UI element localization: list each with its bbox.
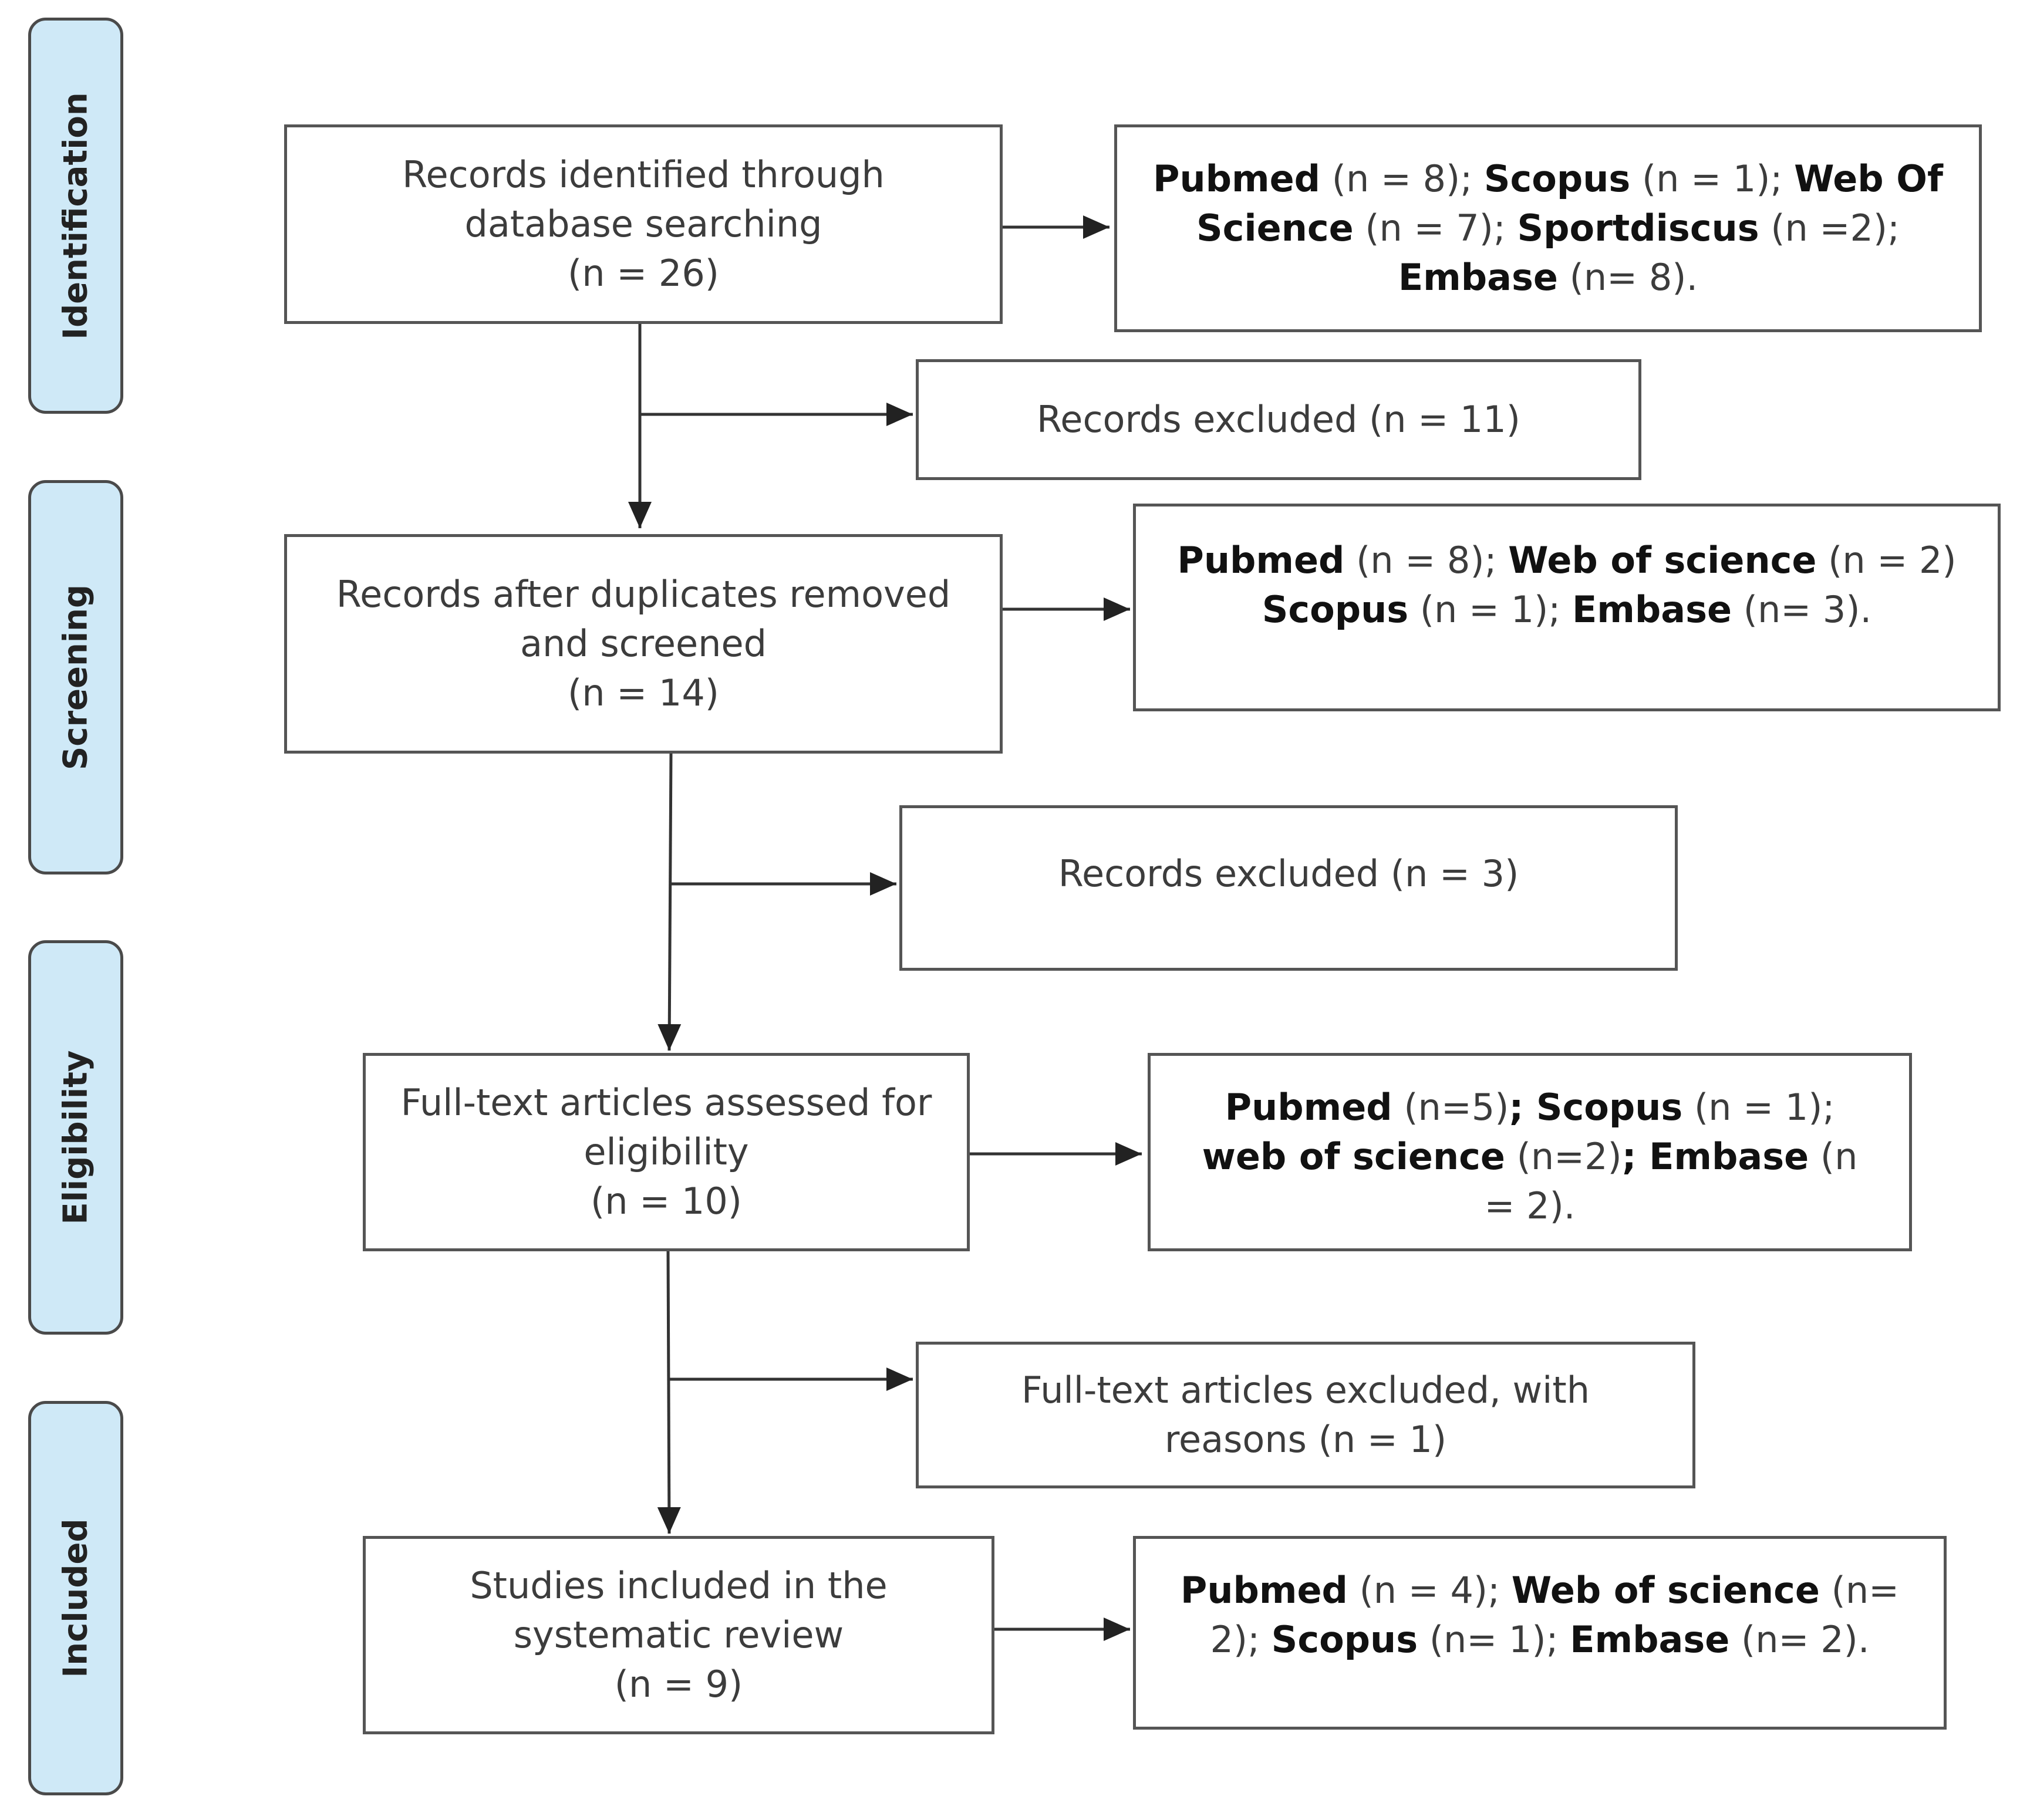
box-records-screened: Records after duplicates removed and scr… (284, 534, 1003, 754)
database-name: Sportdiscus (1517, 207, 1759, 249)
box-fulltext-assessed-line: eligibility (584, 1130, 749, 1173)
source-line: Pubmed (n = 8); Scopus (n = 1); Web Of (1153, 154, 1943, 204)
database-count: (n= 1); (1418, 1618, 1570, 1661)
box-sources-eligibility: Pubmed (n=5); Scopus (n = 1);web of scie… (1148, 1053, 1912, 1251)
database-name: Pubmed (1153, 157, 1321, 200)
source-line: web of science (n=2); Embase (n (1202, 1132, 1858, 1181)
database-count: (n = 2) (1816, 539, 1957, 582)
box-records-screened-line: Records after duplicates removed (336, 573, 951, 616)
database-count: (n (1809, 1135, 1858, 1178)
box-fulltext-assessed: Full-text articles assessed for eligibil… (363, 1053, 970, 1251)
box-records-identified-line: database searching (464, 202, 822, 245)
box-records-excluded-1: Records excluded (n = 11) (916, 359, 1641, 480)
source-line: = 2). (1485, 1181, 1576, 1231)
database-count: (n = 8); (1320, 157, 1484, 200)
arrow-screened-to-fulltext (657, 752, 682, 1051)
database-count: = 2). (1484, 1184, 1576, 1227)
database-name: Pubmed (1177, 539, 1345, 582)
box-sources-included: Pubmed (n = 4); Web of science (n=2); Sc… (1133, 1536, 1947, 1730)
database-name: Embase (1570, 1618, 1730, 1661)
source-line: 2); Scopus (n= 1); Embase (n= 2). (1210, 1615, 1869, 1664)
phase-screening: Screening (28, 480, 123, 874)
arrow-fulltext-to-included (657, 1250, 681, 1534)
source-line: Pubmed (n = 4); Web of science (n= (1181, 1566, 1899, 1615)
database-count: (n = 7); (1353, 207, 1517, 249)
box-fulltext-excluded: Full-text articles excluded, with reason… (916, 1342, 1695, 1488)
database-count: (n =2); (1759, 207, 1900, 249)
box-studies-included: Studies included in the systematic revie… (363, 1536, 994, 1734)
phase-included: Included (28, 1401, 123, 1795)
database-count: (n= 2). (1729, 1618, 1870, 1661)
box-studies-included-line: Studies included in the (470, 1564, 888, 1607)
database-name: Web of science (1508, 539, 1817, 582)
database-count: (n = 1); (1408, 588, 1572, 631)
box-records-identified-count: (n = 26) (568, 252, 719, 295)
source-line: Scopus (n = 1); Embase (n= 3). (1262, 585, 1872, 634)
phase-identification: Identification (28, 18, 123, 414)
source-line: Pubmed (n = 8); Web of science (n = 2) (1177, 536, 1956, 585)
database-count: (n = 1); (1630, 157, 1795, 200)
database-count: (n= 8). (1557, 256, 1698, 299)
database-count: (n=2) (1505, 1135, 1622, 1178)
database-count: 2); (1210, 1618, 1272, 1661)
box-studies-included-line: systematic review (513, 1613, 844, 1656)
database-count: (n = 8); (1344, 539, 1509, 582)
database-count: (n= (1819, 1569, 1900, 1612)
box-fulltext-excluded-line: Full-text articles excluded, with (1021, 1369, 1590, 1412)
database-name: web of science (1202, 1135, 1505, 1178)
database-name: Web Of (1794, 157, 1943, 200)
phase-eligibility: Eligibility (28, 940, 123, 1335)
box-records-excluded-2: Records excluded (n = 3) (899, 805, 1678, 971)
database-name: Scopus (1483, 157, 1631, 200)
box-records-screened-count: (n = 14) (568, 671, 719, 714)
database-name: Embase (1572, 588, 1732, 631)
database-count: (n = 1); (1682, 1086, 1835, 1129)
database-count: (n = 4); (1347, 1569, 1512, 1612)
box-records-screened-line: and screened (520, 622, 767, 665)
source-line: Pubmed (n=5); Scopus (n = 1); (1225, 1083, 1835, 1132)
database-count: (n=5) (1392, 1086, 1509, 1129)
database-name: ; Embase (1621, 1135, 1809, 1178)
database-name: Scopus (1271, 1618, 1418, 1661)
box-fulltext-assessed-line: Full-text articles assessed for (400, 1081, 932, 1124)
database-name: Web of science (1511, 1569, 1820, 1612)
box-fulltext-excluded-line: reasons (n = 1) (1164, 1418, 1447, 1461)
box-records-identified: Records identified through database sear… (284, 124, 1003, 324)
database-name: Scopus (1262, 588, 1409, 631)
database-name: Science (1196, 207, 1354, 249)
box-sources-screening: Pubmed (n = 8); Web of science (n = 2)Sc… (1133, 504, 2001, 711)
database-count: (n= 3). (1732, 588, 1872, 631)
box-fulltext-assessed-count: (n = 10) (591, 1180, 742, 1223)
database-name: Pubmed (1180, 1569, 1348, 1612)
source-line: Embase (n= 8). (1398, 253, 1698, 302)
box-records-identified-line: Records identified through (402, 153, 885, 196)
database-name: Pubmed (1225, 1086, 1392, 1129)
source-line: Science (n = 7); Sportdiscus (n =2); (1196, 204, 1900, 253)
database-name: ; Scopus (1509, 1086, 1683, 1129)
box-studies-included-count: (n = 9) (614, 1663, 743, 1706)
box-records-excluded-1-text: Records excluded (n = 11) (1037, 398, 1520, 441)
database-name: Embase (1398, 256, 1558, 299)
box-records-excluded-2-text: Records excluded (n = 3) (1058, 852, 1519, 895)
